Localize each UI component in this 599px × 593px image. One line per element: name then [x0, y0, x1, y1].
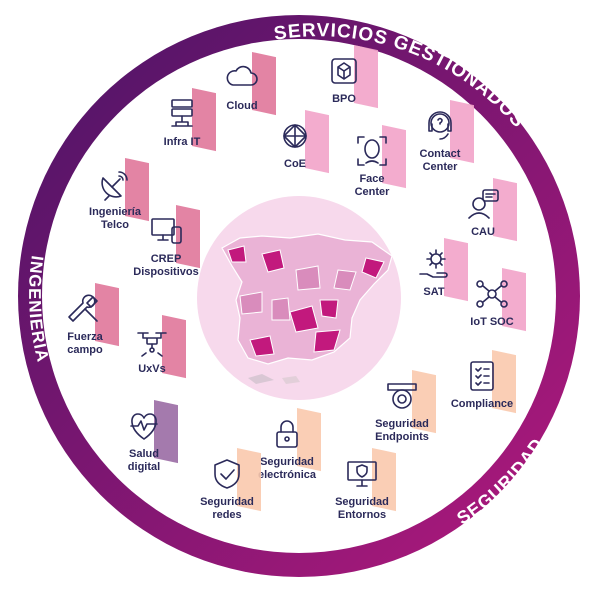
checklist-icon: [470, 361, 494, 391]
service-node-fuerza: Fuerza campo: [53, 283, 149, 379]
service-node-cloud: Cloud: [210, 52, 306, 148]
service-label: UxVs: [138, 363, 166, 375]
service-node-bpo: BPO: [312, 45, 408, 141]
cloud-icon: [226, 65, 258, 86]
service-label: Seguridad electrónica: [257, 456, 317, 481]
service-label: CAU: [471, 226, 495, 238]
service-node-uxvs: UxVs: [120, 315, 216, 411]
service-node-salud: Salud digital: [112, 400, 208, 496]
service-label: Contact Center: [419, 148, 461, 173]
support-agent-icon: [468, 189, 499, 219]
monitor-shield-icon: [347, 461, 377, 487]
spain-map-icon: [221, 233, 393, 384]
service-label: CoE: [284, 158, 306, 170]
service-node-segend: Seguridad Endpoints: [370, 370, 466, 466]
service-node-sat: SAT: [402, 238, 498, 334]
service-label: Seguridad redes: [200, 496, 254, 521]
service-label: SAT: [423, 286, 445, 298]
service-node-coe: CoE: [263, 110, 359, 206]
service-label: Infra IT: [163, 136, 201, 148]
face-scan-icon: [357, 136, 387, 166]
package-icon: [331, 58, 357, 84]
service-label: CREP Dispositivos: [133, 253, 199, 278]
devices-icon: [151, 218, 182, 244]
service-node-crep: CREP Dispositivos: [133, 205, 230, 301]
service-label: Cloud: [226, 100, 258, 112]
service-label: Salud digital: [127, 448, 161, 473]
network-icon: [283, 124, 307, 148]
service-node-iot: IoT SOC: [460, 268, 556, 364]
service-node-compliance: Compliance: [450, 350, 546, 446]
shield-check-icon: [214, 459, 240, 489]
service-label: Fuerza campo: [67, 331, 103, 356]
service-label: Face Center: [354, 173, 390, 198]
iot-icon: [476, 280, 508, 308]
service-label: Seguridad Entornos: [335, 496, 389, 521]
server-icon: [171, 99, 193, 127]
service-node-face: Face Center: [340, 125, 436, 221]
service-label: Ingeniería Telco: [89, 206, 141, 231]
service-label: BPO: [332, 93, 356, 105]
service-node-segelec: Seguridad electrónica: [255, 408, 351, 504]
satellite-dish-icon: [101, 171, 128, 201]
service-label: IoT SOC: [470, 316, 514, 328]
service-node-contact: Contact Center: [408, 100, 504, 196]
service-node-segredes: Seguridad redes: [195, 448, 291, 544]
gear-hand-icon: [419, 249, 448, 278]
drone-icon: [137, 332, 167, 357]
service-node-infra: Infra IT: [150, 88, 246, 184]
lock-icon: [276, 420, 298, 448]
service-label: Compliance: [450, 398, 514, 410]
headset-icon: [428, 111, 452, 140]
service-node-cau: CAU: [451, 178, 547, 274]
camera-icon: [387, 383, 417, 409]
service-node-telco: Ingeniería Telco: [83, 158, 179, 254]
service-label: Seguridad Endpoints: [375, 418, 429, 443]
service-node-segent: Seguridad Entornos: [330, 448, 426, 544]
tools-icon: [68, 294, 98, 322]
heart-pulse-icon: [130, 413, 158, 440]
